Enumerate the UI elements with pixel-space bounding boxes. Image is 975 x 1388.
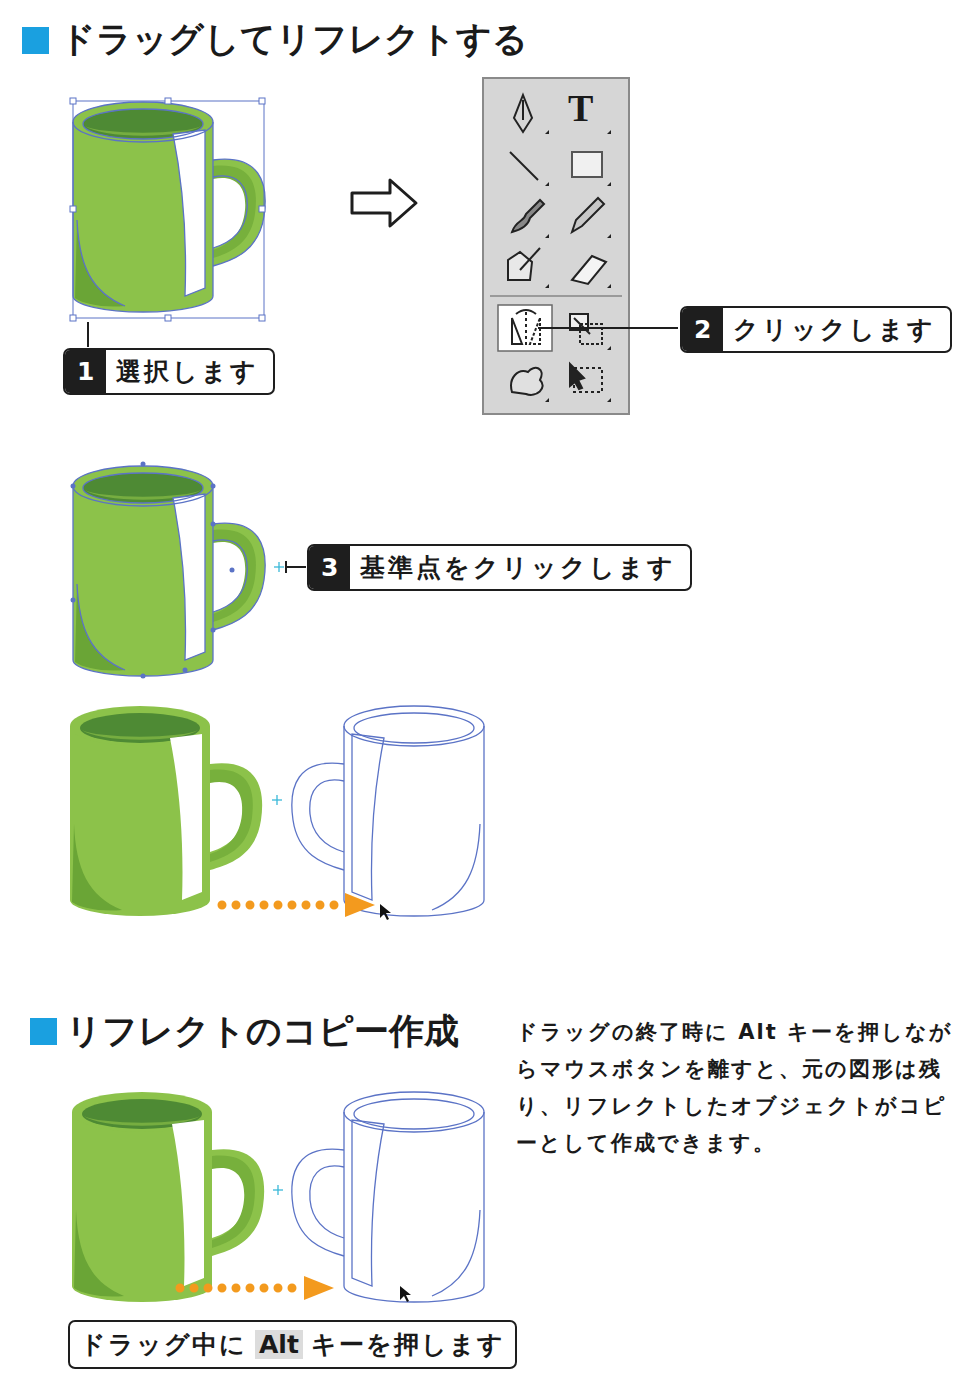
page-title: ドラッグしてリフレクトする bbox=[60, 16, 528, 63]
callout-number: 3 bbox=[309, 546, 350, 589]
note-text: キーを押します bbox=[311, 1328, 505, 1361]
callout-box: 2クリックします bbox=[680, 306, 952, 353]
tool-icon-letter: T bbox=[568, 86, 593, 130]
callout-number: 1 bbox=[65, 350, 106, 393]
note-box: ドラッグ中に Alt キーを押します bbox=[68, 1320, 517, 1369]
callout-text: クリックします bbox=[723, 308, 950, 351]
callout-box: 3基準点をクリックします bbox=[307, 544, 692, 591]
callout-box: 1選択します bbox=[63, 348, 275, 395]
section-heading: リフレクトのコピー作成 bbox=[66, 1008, 459, 1055]
key-name: Alt bbox=[255, 1330, 303, 1359]
body-text: ドラッグの終了時に Alt キーを押しながらマウスボタンを離すと、元の図形は残り… bbox=[516, 1014, 956, 1162]
callout-number: 2 bbox=[682, 308, 723, 351]
callout-text: 基準点をクリックします bbox=[350, 546, 690, 589]
callout-text: 選択します bbox=[106, 350, 273, 393]
note-text: ドラッグ中に bbox=[80, 1328, 247, 1361]
